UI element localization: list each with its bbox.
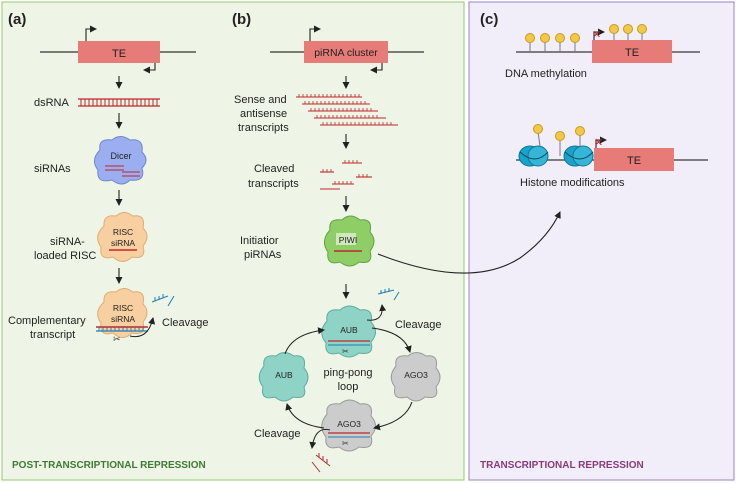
te-label-a: TE <box>112 48 126 60</box>
loop-arrow-left-to-top <box>284 327 325 355</box>
cleavage-label-b1: Cleavage <box>395 319 441 331</box>
footer-post-transcriptional: POST-TRANSCRIPTIONAL REPRESSION <box>12 460 206 471</box>
block-x-icon-c2: ✕ <box>594 137 603 149</box>
cleaved-fragments-b <box>320 160 372 190</box>
sense-antisense-label-3: transcripts <box>238 122 289 134</box>
panel-b-letter: (b) <box>232 11 251 28</box>
pingpong-label-1: ping-pong <box>324 367 373 379</box>
cleaved-fragment-b1 <box>377 288 400 301</box>
loop-arrow-top-to-right <box>371 327 412 353</box>
te-box-c1 <box>592 40 672 63</box>
initiator-label-1: Initiatior <box>240 235 279 247</box>
target-transcript-a <box>96 326 148 332</box>
pingpong-label-2: loop <box>338 381 359 393</box>
sirna-loaded-label-1: siRNA- <box>50 236 85 248</box>
sirna-label-2: siRNA <box>111 314 135 324</box>
complementary-label-1: Complementary <box>8 315 86 327</box>
risc-label-2: RISC <box>113 303 133 313</box>
ago3-label-right: AGO3 <box>404 370 428 380</box>
scissors-icon-a: ✂ <box>113 334 121 344</box>
sense-antisense-label-1: Sense and <box>234 94 287 106</box>
scissors-icon-b2: ✂ <box>342 439 349 448</box>
histone-modifications-label: Histone modifications <box>520 177 625 189</box>
te-label-c2: TE <box>627 155 641 167</box>
dsrna-strand <box>78 98 160 107</box>
cleavage-arrow-b2 <box>309 428 331 449</box>
sense-promoter-arrow-a <box>85 25 97 41</box>
panel-a-letter: (a) <box>8 11 26 28</box>
arrow-piwi-to-histone <box>377 211 561 274</box>
piwi-label: PIWI <box>339 235 357 245</box>
panel-a: TE dsRNA siRNAs Dicer siRNA- loaded RISC… <box>8 25 208 471</box>
block-x-icon-c1: ✕ <box>592 29 601 41</box>
sirna-loaded-label-2: loaded RISC <box>34 250 96 262</box>
aub-label-top: AUB <box>340 325 358 335</box>
risc-label-1: RISC <box>113 227 133 237</box>
panel-c-letter: (c) <box>480 11 498 28</box>
sirna-label-1: siRNA <box>111 238 135 248</box>
pirna-cluster-label: piRNA cluster <box>314 47 378 59</box>
aub-protein-top <box>321 305 376 358</box>
footer-transcriptional: TRANSCRIPTIONAL REPRESSION <box>480 460 644 471</box>
cleaved-label-1: Cleaved <box>254 163 294 175</box>
cleavage-arrow-b1 <box>366 304 387 321</box>
ago3-protein-right <box>390 352 441 402</box>
cleavage-label-b2: Cleavage <box>254 428 300 440</box>
panel-c: TE ✕ DNA methylation TE <box>480 24 708 471</box>
initiator-label-2: piRNAs <box>244 249 282 261</box>
dsrna-label: dsRNA <box>34 97 70 109</box>
nucleosomes <box>518 145 594 167</box>
aub-label-left: AUB <box>275 370 293 380</box>
cleavage-label-a: Cleavage <box>162 317 208 329</box>
risc-complex-1 <box>97 212 148 262</box>
te-label-c1: TE <box>625 47 639 59</box>
blocked-promoter-arrow-c1 <box>593 28 605 40</box>
dicer-sirna-duplexes <box>105 165 140 177</box>
dicer-label: Dicer <box>110 151 131 161</box>
pirna-cluster-box <box>304 41 388 63</box>
panel-ab-background <box>1 1 465 481</box>
cleavage-arrow-a <box>129 317 156 338</box>
loop-arrow-right-to-bottom <box>373 401 413 431</box>
histone-marks <box>533 124 585 156</box>
methyl-groups <box>525 24 647 52</box>
panel-b: piRNA cluster Sense and antisense transc… <box>234 25 561 473</box>
panel-c-background <box>468 1 735 481</box>
cluster-transcripts <box>296 94 398 126</box>
loop-arrow-bottom-to-left <box>285 403 325 429</box>
sense-promoter-arrow-b <box>309 25 321 41</box>
risc-complex-2 <box>97 288 148 338</box>
cleaved-fragment-b2 <box>311 453 331 473</box>
antisense-promoter-arrow-a <box>143 63 156 74</box>
cleaved-label-2: transcripts <box>248 178 299 190</box>
cleaved-fragment-a <box>151 294 175 307</box>
ago3-protein-bottom <box>321 399 376 452</box>
complementary-label-2: transcript <box>30 329 75 341</box>
blocked-promoter-arrow-c2 <box>595 136 607 148</box>
scissors-icon-b1: ✂ <box>342 347 349 356</box>
sense-antisense-label-2: antisense <box>240 108 287 120</box>
ago3-label-bottom: AGO3 <box>337 419 361 429</box>
aub-protein-left <box>258 352 309 402</box>
te-box-c2 <box>594 148 674 171</box>
sirnas-label: siRNAs <box>34 163 71 175</box>
dna-methylation-label: DNA methylation <box>505 68 587 80</box>
antisense-promoter-arrow-b <box>370 63 383 74</box>
te-box-a <box>78 41 160 63</box>
